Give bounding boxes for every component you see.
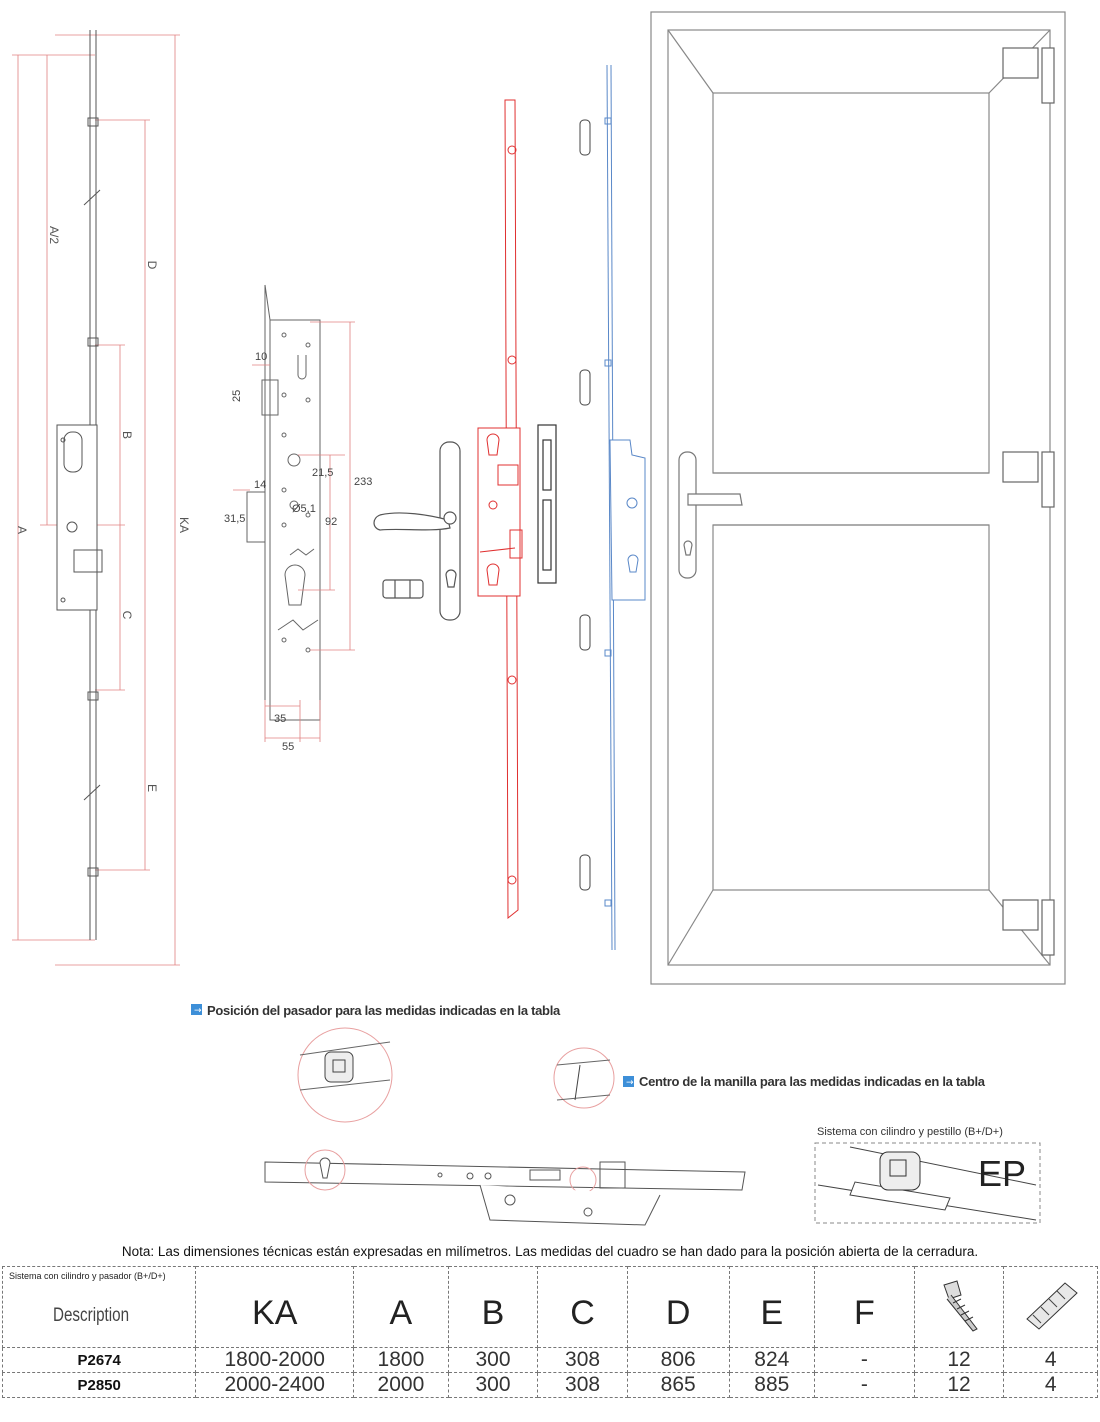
- horizontal-strip-drawing: [264, 1149, 746, 1226]
- strip-dimension-labels: A A/2 D B C E KA: [15, 226, 191, 792]
- description-label: Description: [53, 1305, 130, 1326]
- dim-label-233: 233: [354, 476, 372, 488]
- table-row: P2674 1800-2000 1800 300 308 806 824 - 1…: [1, 1347, 1098, 1373]
- bolt-keepers: [579, 119, 591, 891]
- lock-case-drawing: [246, 284, 321, 721]
- cell-c: 308: [537, 1372, 628, 1398]
- dim-label-92: 92: [325, 516, 337, 528]
- table-row: P2850 2000-2400 2000 300 308 865 885 - 1…: [1, 1372, 1098, 1398]
- ep-detail: Sistema con cilindro y pestillo (B+/D+) …: [814, 1126, 1041, 1224]
- cell-screws: 12: [913, 1347, 1005, 1373]
- red-multipoint-strip: [477, 99, 523, 920]
- svg-text:→: →: [194, 1006, 202, 1016]
- dim-label-35: 35: [274, 713, 286, 725]
- column-header-d: D: [626, 1266, 730, 1348]
- specification-table: Sistema con cilindro y pasador (B+/D+) D…: [1, 1266, 1098, 1398]
- column-header-a: A: [353, 1266, 449, 1348]
- cell-ka: 1800-2000: [195, 1347, 355, 1373]
- column-header-c: C: [537, 1266, 628, 1348]
- cell-e: 824: [728, 1347, 816, 1373]
- cell-screws: 12: [913, 1372, 1005, 1398]
- column-header-f: F: [814, 1266, 915, 1348]
- cell-c: 308: [537, 1347, 628, 1373]
- dim-label-c: C: [120, 611, 134, 620]
- table-header-row: Sistema con cilindro y pasador (B+/D+) D…: [1, 1266, 1098, 1348]
- description-header: Sistema con cilindro y pasador (B+/D+) D…: [1, 1266, 197, 1348]
- column-header-screws: [913, 1266, 1005, 1348]
- system-label: Sistema con cilindro y pasador (B+/D+): [9, 1271, 166, 1281]
- pasador-caption-text: Posición del pasador para las medidas in…: [207, 1003, 561, 1018]
- dim-label-25: 25: [231, 390, 243, 402]
- dim-label-a-half: A/2: [47, 226, 61, 244]
- dim-label-55: 55: [282, 741, 294, 753]
- column-header-dowels: [1003, 1266, 1098, 1348]
- screw-icon: [943, 1279, 978, 1332]
- dim-label-21-5: 21,5: [312, 467, 333, 479]
- column-header-e: E: [728, 1266, 816, 1348]
- dowel-icon: [1025, 1281, 1078, 1330]
- blue-strip: [604, 64, 646, 951]
- cell-b: 300: [447, 1372, 539, 1398]
- dim-label-ka: KA: [177, 517, 191, 533]
- lock-case-dimensions: [233, 321, 355, 742]
- dim-label-b: B: [120, 431, 134, 439]
- dim-label-a: A: [15, 526, 29, 534]
- cell-a: 2000: [353, 1372, 449, 1398]
- strip-body: [56, 30, 103, 940]
- door-hinges: [1002, 47, 1055, 956]
- manilla-detail-circle: [553, 1047, 615, 1109]
- dim-label-31-5: 31,5: [224, 513, 245, 525]
- ep-label: EP: [978, 1153, 1026, 1194]
- door-handle: [678, 451, 743, 579]
- arrow-bullet-icon: [623, 1076, 634, 1087]
- cell-e: 885: [728, 1372, 816, 1398]
- keeper-plate: [537, 424, 557, 584]
- column-header-b: B: [447, 1266, 539, 1348]
- cell-f: -: [814, 1347, 915, 1373]
- row-code: P2674: [1, 1347, 197, 1373]
- cell-dowels: 4: [1003, 1347, 1098, 1373]
- lock-case-labels: 10 25 14 31,5 21,5 233 92 Ø5,1 35 55: [224, 351, 372, 753]
- dim-label-d: D: [145, 261, 159, 270]
- cell-d: 865: [626, 1372, 730, 1398]
- cell-dowels: 4: [1003, 1372, 1098, 1398]
- svg-text:→: →: [626, 1078, 634, 1088]
- manilla-caption: → Centro de la manilla para las medidas …: [623, 1074, 986, 1089]
- arrow-bullet-icon: [191, 1004, 202, 1015]
- dim-label-e: E: [145, 784, 159, 792]
- technical-drawing: A A/2 D B C E KA: [12, 11, 1066, 1226]
- cell-ka: 2000-2400: [195, 1372, 355, 1398]
- dim-label-10: 10: [255, 351, 267, 363]
- cell-b: 300: [447, 1347, 539, 1373]
- strip-dimension-drawing: [12, 34, 180, 966]
- row-code: P2850: [1, 1372, 197, 1398]
- handle-drawing: [373, 441, 461, 621]
- cell-a: 1800: [353, 1347, 449, 1373]
- pasador-caption: → Posición del pasador para las medidas …: [191, 1003, 561, 1018]
- dimensions-note: Nota: Las dimensiones técnicas están exp…: [121, 1244, 979, 1259]
- ep-system-label: Sistema con cilindro y pestillo (B+/D+): [817, 1126, 1003, 1138]
- manilla-caption-text: Centro de la manilla para las medidas in…: [639, 1074, 986, 1089]
- pasador-detail-circle: [297, 1027, 393, 1123]
- cell-d: 806: [626, 1347, 730, 1373]
- column-header-ka: KA: [195, 1266, 355, 1348]
- cell-f: -: [814, 1372, 915, 1398]
- dim-label-14: 14: [254, 479, 266, 491]
- dim-label-5-1: Ø5,1: [292, 503, 316, 515]
